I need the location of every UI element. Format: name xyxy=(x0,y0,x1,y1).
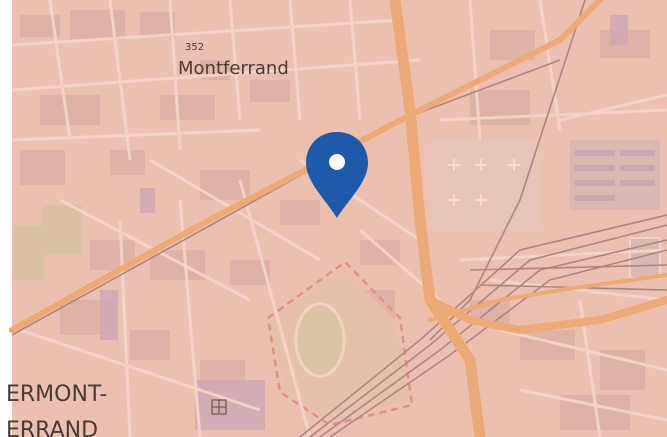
minor-streets xyxy=(11,0,667,437)
stadium xyxy=(266,260,414,427)
poi-grid-icon xyxy=(211,399,227,415)
city-label-line1: ERMONT- xyxy=(6,382,107,407)
green-areas xyxy=(14,205,82,280)
industrial-blocks xyxy=(100,15,628,430)
major-roads xyxy=(9,0,667,437)
cemetery xyxy=(430,140,540,230)
building-blocks xyxy=(20,10,650,430)
location-pin-icon[interactable] xyxy=(306,132,368,218)
city-label-line2: ERRAND xyxy=(6,418,98,437)
district-label-montferrand: Montferrand xyxy=(178,58,289,79)
elevation-label: 352 xyxy=(185,42,204,53)
right-facilities xyxy=(570,140,661,279)
